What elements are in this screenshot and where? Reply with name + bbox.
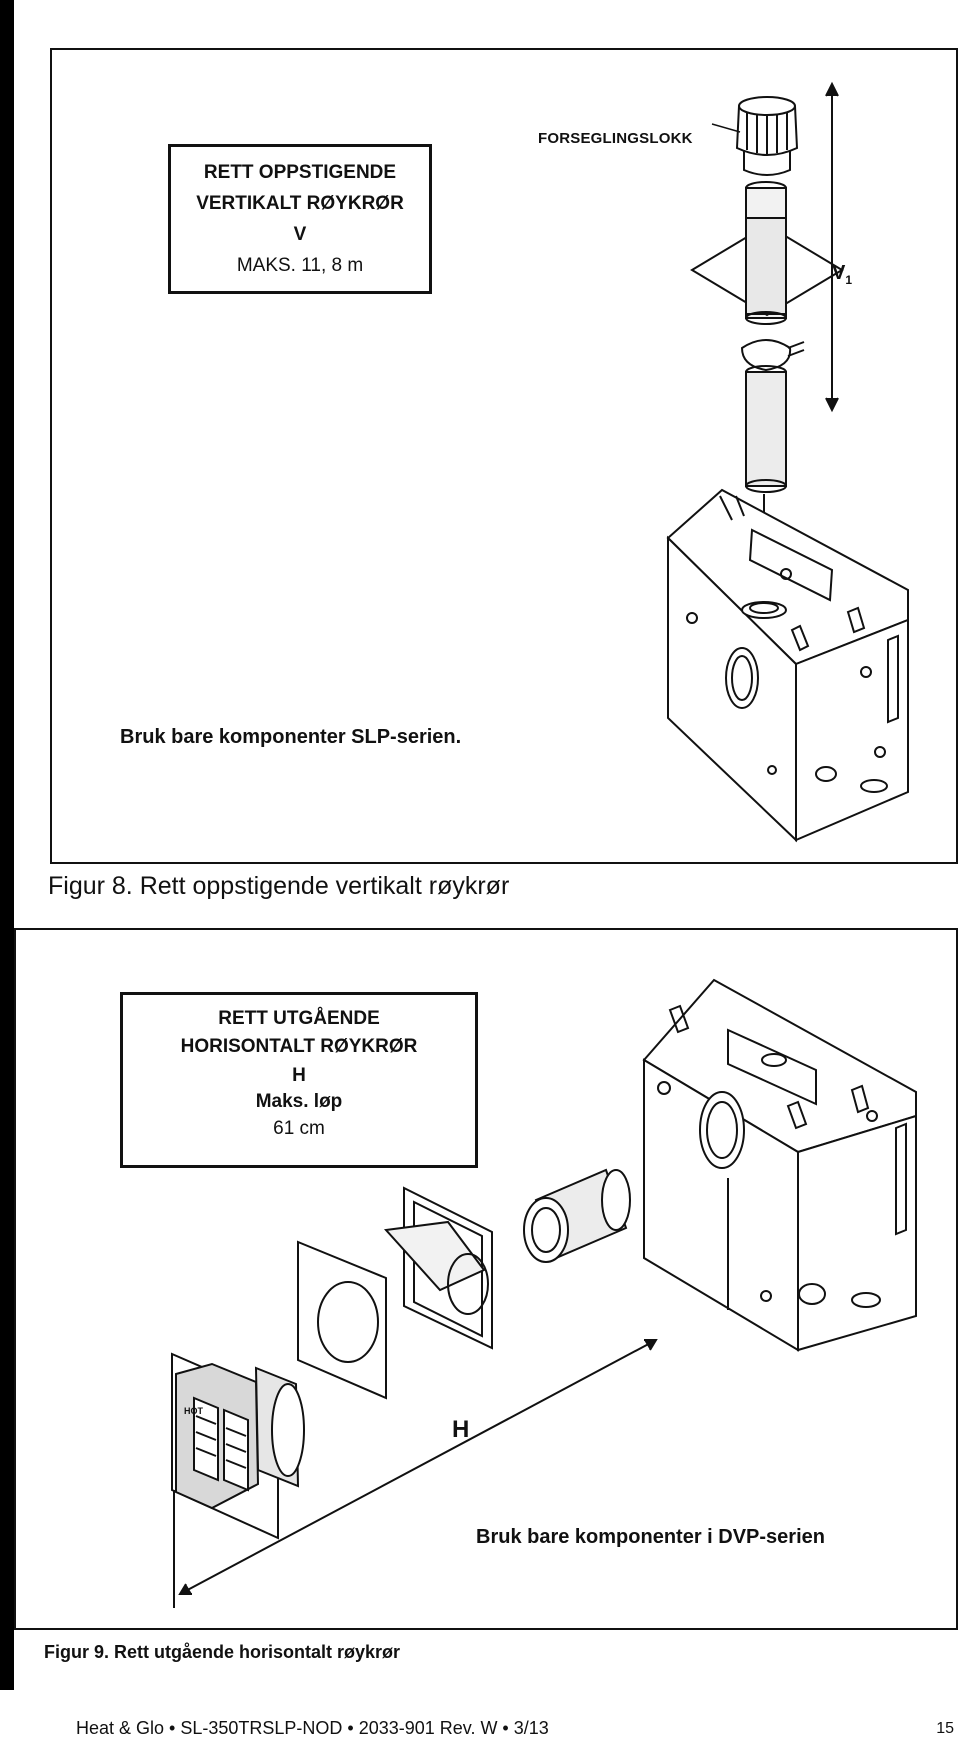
vertical-vent-info-box: RETT OPPSTIGENDE VERTIKALT RØYKRØR V MAK…: [168, 144, 432, 294]
page-edge-bar: [0, 0, 14, 1690]
dimension-v1-letter: V: [832, 262, 846, 284]
box-line-title-1: RETT OPPSTIGENDE: [203, 162, 397, 183]
box-line-max: Maks. løp: [255, 1091, 343, 1112]
wall-thimble-drawing: [383, 1186, 493, 1350]
vent-terminal-drawing: [171, 1352, 305, 1540]
termination-cap-drawing: [735, 96, 799, 176]
box-line-max: MAKS. 11, 8 m: [236, 255, 364, 276]
page-number: 15: [936, 1720, 954, 1737]
footer-document-info: Heat & Glo • SL-350TRSLP-NOD • 2033-901 …: [76, 1718, 549, 1738]
wall-shield-drawing: [297, 1240, 387, 1400]
figure-9-note: Bruk bare komponenter i DVP-serien: [476, 1526, 825, 1548]
dimension-v1-label: V1: [832, 262, 852, 287]
horizontal-vent-info-box: RETT UTGÅENDE HORISONTALT RØYKRØR H Maks…: [120, 992, 478, 1168]
firebox-drawing: [642, 978, 917, 1352]
sealing-cap-callout: FORSEGLINGSLOKK: [538, 130, 693, 147]
box-line-title-2: HORISONTALT RØYKRØR: [180, 1036, 418, 1057]
figure-8-note: Bruk bare komponenter SLP-serien.: [120, 726, 462, 748]
vertical-vent-illustration: [666, 81, 909, 843]
horizontal-vent-illustration: [171, 978, 917, 1608]
figure-8-caption: Figur 8. Rett oppstigende vertikalt røyk…: [48, 872, 510, 900]
dimension-v1-subscript: 1: [845, 273, 853, 287]
box-line-symbol: V: [293, 224, 307, 245]
figure-8-panel: RETT OPPSTIGENDE VERTIKALT RØYKRØR V MAK…: [50, 48, 958, 864]
pipe-section-drawing: [523, 1168, 631, 1263]
figure-9-panel: RETT UTGÅENDE HORISONTALT RØYKRØR H Maks…: [14, 928, 958, 1630]
firebox-drawing: [666, 488, 909, 843]
upper-pipe-drawing: [690, 181, 844, 325]
box-line-symbol: H: [292, 1065, 306, 1086]
dimension-h-label: H: [452, 1416, 470, 1443]
hot-warning-label: HOT: [184, 1406, 203, 1416]
lower-pipe-drawing: [745, 365, 787, 562]
figure-9-caption: Figur 9. Rett utgående horisontalt røykr…: [44, 1642, 401, 1662]
box-line-title-1: RETT UTGÅENDE: [218, 1008, 380, 1029]
box-line-title-2: VERTIKALT RØYKRØR: [196, 193, 404, 214]
box-line-length: 61 cm: [273, 1118, 325, 1139]
